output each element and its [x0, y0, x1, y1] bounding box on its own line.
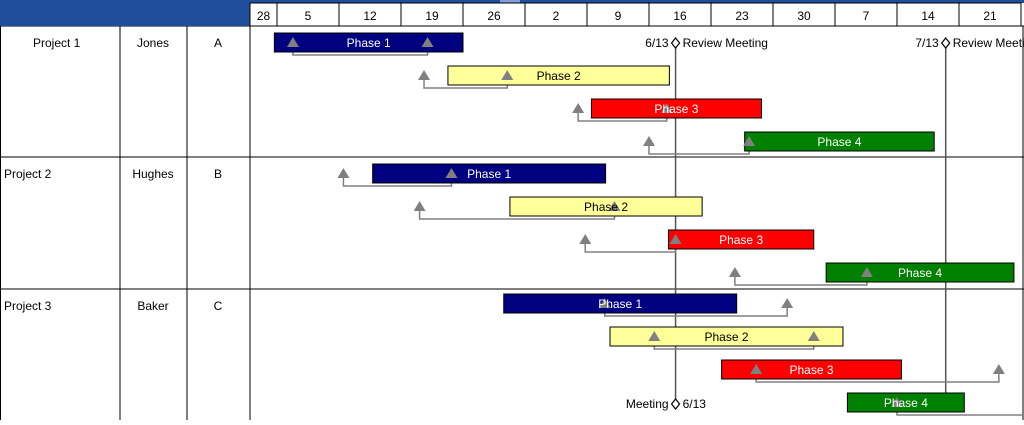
tick-label: 19: [425, 9, 439, 23]
baseline-marker: [286, 37, 299, 47]
task-label: Phase 4: [817, 135, 861, 149]
task-bar: [273, 32, 464, 53]
baseline-marker: [608, 201, 621, 211]
task-label: Phase 1: [598, 297, 642, 311]
tick-label: 9: [615, 9, 622, 23]
task-label: Phase 1: [347, 36, 391, 50]
baseline-marker: [501, 70, 514, 80]
task-label: Phase 3: [719, 233, 763, 247]
baseline-marker: [781, 298, 794, 308]
task-bar: [721, 359, 902, 380]
header-band: [0, 0, 250, 26]
tick-label: 28: [257, 9, 271, 23]
owner-name: Jones: [137, 36, 169, 50]
task-bar: [667, 229, 815, 250]
task-bar: [447, 65, 670, 86]
tick-label: 2: [553, 9, 560, 23]
tick-label: 23: [735, 9, 749, 23]
tick-label: 12: [363, 9, 377, 23]
tick-label: 16: [673, 9, 687, 23]
task-label: Phase 1: [467, 167, 511, 181]
task-bar: [609, 326, 844, 347]
baseline-marker: [728, 267, 741, 277]
task-bar: [846, 392, 965, 413]
task-label: Phase 3: [790, 363, 834, 377]
milestone-date: Meeting: [626, 397, 669, 411]
task-bar: [825, 262, 1015, 283]
baseline-marker: [643, 136, 655, 146]
milestone-date: 6/13: [645, 36, 669, 50]
milestone-diamond: [670, 37, 681, 49]
baseline-marker: [750, 364, 763, 374]
tick-label: 26: [487, 9, 501, 23]
month-bar-gap: [500, 0, 520, 3]
row-labels: Project 1 Jones A Project 2 Hughes B Project 3…: [4, 36, 223, 313]
owner-name: Baker: [137, 299, 168, 313]
baseline-marker: [572, 103, 585, 113]
tick-label: 5: [305, 9, 312, 23]
task-layer: Phase 1 Phase 2 Phase 3 Phase 4 Phase 1 Phase…: [273, 32, 1024, 416]
baseline-connector: [584, 242, 677, 253]
task-bar: [744, 131, 935, 152]
project-name: Project 2: [4, 167, 52, 181]
task-label: Phase 4: [884, 396, 928, 410]
baseline-marker: [579, 234, 592, 244]
milestone-date: 7/13: [915, 36, 939, 50]
tick-label: 14: [921, 9, 935, 23]
milestone-diamond: [940, 37, 951, 49]
baseline-marker: [807, 331, 820, 341]
baseline-connector: [648, 144, 750, 155]
project-code: B: [214, 167, 222, 181]
tick-label: 7: [863, 9, 870, 23]
milestone-layer: 6/13 Review Meeting 7/13 Review MeetingMeet…: [626, 36, 1024, 411]
project-code: A: [214, 36, 222, 50]
timeline-header: 28 5 12 19 26 2 9 16 23 30 7 14 21: [0, 0, 1024, 27]
baseline-marker: [598, 298, 611, 308]
task-label: Phase 2: [537, 69, 581, 83]
baseline-marker: [669, 234, 682, 244]
tick-cell: [958, 2, 1022, 27]
tick-label: 30: [797, 9, 811, 23]
project-code: C: [214, 299, 223, 313]
task-label: Phase 2: [584, 200, 628, 214]
milestone-label: Review Meeting: [683, 36, 768, 50]
task-bar: [590, 98, 762, 119]
task-bar: [503, 293, 738, 314]
baseline-marker: [413, 201, 426, 211]
month-bar: [250, 0, 1024, 3]
milestone-label: Review Meeting: [953, 36, 1024, 50]
baseline-marker: [992, 364, 1005, 374]
task-label: Phase 3: [654, 102, 698, 116]
baseline-marker: [445, 168, 458, 178]
baseline-marker: [743, 136, 756, 146]
task-label: Phase 2: [704, 330, 748, 344]
baseline-marker: [421, 37, 434, 47]
task-bar: [509, 196, 703, 217]
baseline-marker: [660, 103, 673, 113]
milestone-label: 6/13: [683, 397, 707, 411]
task-bar: [372, 163, 607, 184]
baseline-marker: [891, 397, 903, 407]
tick-label: 21: [983, 9, 997, 23]
project-name: Project 3: [4, 299, 52, 313]
baseline-marker: [648, 331, 661, 341]
task-label: Phase 4: [898, 266, 942, 280]
project-name: Project 1: [33, 36, 81, 50]
owner-name: Hughes: [132, 167, 173, 181]
baseline-marker: [860, 267, 873, 277]
baseline-marker: [337, 168, 350, 178]
baseline-marker: [418, 70, 431, 80]
milestone-diamond: [670, 398, 681, 410]
